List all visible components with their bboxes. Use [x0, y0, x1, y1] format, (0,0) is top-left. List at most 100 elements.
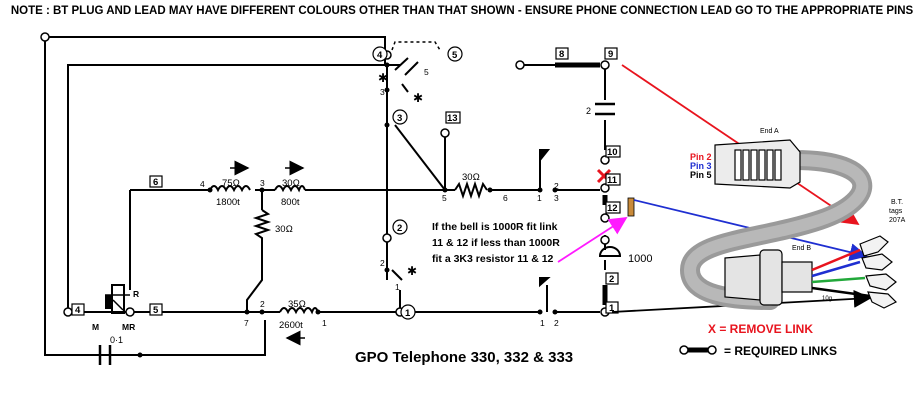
terminal-13: 13: [447, 113, 458, 124]
terminal-5-circle: 5: [452, 50, 458, 61]
press-switch-plunger: [111, 284, 125, 314]
legend-remove-link: X = REMOVE LINK: [708, 322, 813, 336]
required-links: [555, 62, 608, 305]
terminal-circles: [372, 46, 463, 320]
terminal-4-box: 4: [75, 305, 81, 316]
node-5: 5: [442, 193, 447, 203]
bell-note-line-2: 11 & 12 if less than 1000R: [432, 237, 560, 249]
terminal-10: 10: [607, 147, 618, 158]
hook-switch-contacts: [105, 57, 551, 314]
plug-end-a: [714, 139, 801, 189]
switch-top: [394, 57, 419, 93]
bt-tags-1: B.T.: [891, 199, 903, 206]
pin-3-label: Pin 3: [690, 161, 712, 171]
spark-icon-top: ✱: [378, 71, 388, 85]
terminal-2-circle: 2: [397, 223, 402, 234]
diagram-title: GPO Telephone 330, 332 & 333: [355, 349, 573, 366]
magenta-arrow: [557, 217, 628, 263]
wire-inner-left: [67, 64, 385, 312]
bt-tags-2: tags: [889, 208, 903, 215]
terminal-11: 11: [607, 175, 618, 186]
direction-arrows: [230, 160, 305, 346]
coil2-turns: 800t: [281, 197, 300, 208]
terminal-6: 6: [153, 177, 158, 188]
bt-tags-3: 207A: [889, 217, 906, 224]
terminal-rings: [40, 32, 610, 317]
plug-end-b: [724, 249, 813, 306]
node-7: 7: [244, 318, 249, 328]
coil-35: [279, 307, 319, 315]
wire-resistor-branch: [246, 190, 263, 312]
coil1-turns: 1800t: [216, 197, 240, 208]
spark-icon-low: ✱: [407, 264, 417, 278]
bell-value: 1000: [628, 253, 652, 265]
terminal-boxes: [71, 47, 621, 316]
terminal-3-circle: 3: [397, 113, 402, 124]
terminal-5-box: 5: [153, 305, 159, 316]
node-4: 4: [200, 179, 205, 189]
node-2s: 2: [380, 258, 385, 268]
lead-wires: [811, 248, 871, 298]
dashed-link: [391, 41, 441, 51]
node-3a: 3: [260, 178, 265, 188]
header-note: NOTE : BT PLUG AND LEAD MAY HAVE DIFFERE…: [10, 5, 914, 17]
pin-2-label: Pin 2: [690, 152, 712, 162]
capacitor-bottom: [98, 345, 112, 365]
end-a-label: End A: [760, 128, 779, 135]
coil5-turns: 2600t: [279, 320, 303, 331]
switch-r-label: R: [133, 289, 139, 299]
terminal-8: 8: [559, 49, 564, 60]
spark-icon-mid: ✱: [413, 91, 423, 105]
terminal-12: 12: [607, 203, 618, 214]
bell-icon: [598, 246, 622, 257]
switch-mr-label: MR: [122, 322, 135, 332]
node-1: 1: [322, 318, 327, 328]
press-switch-body: [105, 295, 113, 309]
coil5-value: 35Ω: [288, 299, 306, 310]
capacitor-bottom-label: 0·1: [110, 335, 123, 345]
node-1s: 1: [395, 282, 400, 292]
sleeve-label: 10g: [822, 296, 832, 302]
coils: [209, 180, 488, 315]
terminal-2-right: 2: [609, 274, 614, 285]
switch-m-label: M: [92, 322, 99, 332]
node-2: 2: [260, 299, 265, 309]
terminal-9: 9: [608, 49, 613, 60]
pin-5-label: Pin 5: [690, 170, 712, 180]
circuit-wires: [44, 36, 606, 356]
coil-30-top: [274, 185, 306, 193]
switch-centre: [391, 269, 403, 281]
bt-spade-tags: [859, 235, 898, 309]
end-b-label: End B: [792, 245, 811, 252]
coil3-value: 30Ω: [275, 224, 293, 235]
bt-lead: End A Pin 2 Pin 3 Pin 5 End B B.T. tags …: [679, 128, 906, 310]
coil-30-res: [252, 209, 272, 245]
terminal-1-right: 1: [609, 303, 615, 314]
switch-bottom-right: [539, 277, 551, 288]
node-6: 6: [503, 193, 508, 203]
coil2-value: 30Ω: [282, 178, 300, 189]
node-3b: 3: [554, 193, 559, 203]
coil1-value: 75Ω: [222, 178, 240, 189]
resistor-3k3: [627, 197, 635, 217]
switch-top-right: [539, 149, 551, 163]
node-2c: 2: [554, 318, 559, 328]
node-2r: 2: [554, 181, 559, 191]
junction-dots: [137, 62, 558, 358]
terminal-1-circle: 1: [405, 308, 411, 319]
node-5s: 5: [424, 67, 429, 77]
coil-30-mid: [454, 180, 488, 200]
bell-note-line-1: If the bell is 1000R fit link: [432, 221, 558, 233]
wire-top-frame: [45, 36, 386, 55]
wire-diagonal: [394, 124, 446, 191]
bell-note-line-3: fit a 3K3 resistor 11 & 12: [432, 253, 554, 265]
node-1c: 1: [540, 318, 545, 328]
capacitor-top: [595, 102, 615, 116]
legend-required-links: = REQUIRED LINKS: [724, 344, 837, 358]
wire-outer-left: [44, 37, 266, 356]
coil4-value: 30Ω: [462, 172, 480, 183]
terminal-4-circle: 4: [377, 50, 383, 61]
capacitor-top-label: 2: [586, 106, 591, 116]
legend-required-link-icon: [679, 345, 717, 355]
